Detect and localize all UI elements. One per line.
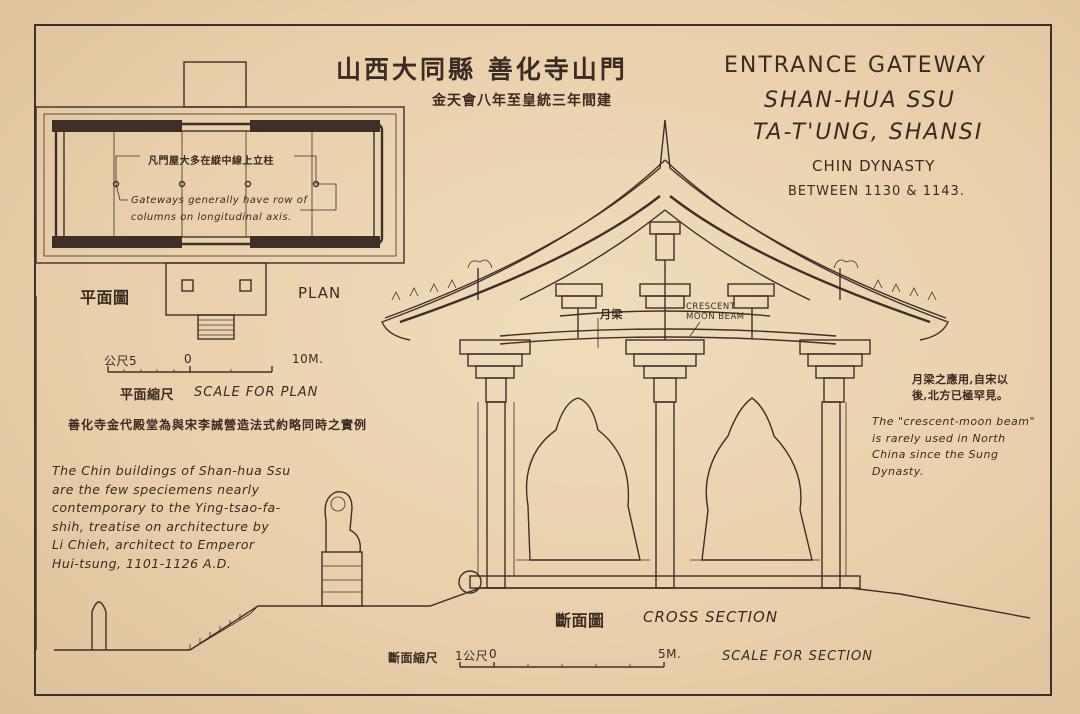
section-scale-one: 1公尺 (455, 647, 488, 664)
beam-note-line: The "crescent-moon beam" (872, 415, 1036, 428)
note-english-line: Li Chieh, architect to Emperor (52, 537, 255, 552)
beam-label-chinese: 月梁 (600, 308, 623, 321)
section-scale-one-value: 1 (455, 649, 464, 663)
floor-plan (35, 61, 405, 340)
section-scale-five: 5M. (658, 647, 682, 661)
note-english-line: The Chin buildings of Shan-hua Ssu (52, 463, 291, 478)
title-chinese: 山西大同縣 善化寺山門 (336, 55, 628, 84)
section-scale-bar (459, 662, 665, 668)
plan-scale-label-chinese: 平面縮尺 (120, 388, 175, 403)
beam-note-cn-line-2: 後,北方已極罕見。 (912, 389, 1009, 402)
section-scale-label-chinese: 斷面縮尺 (388, 651, 439, 665)
note-english-line: contemporary to the Ying-tsao-fa- (52, 500, 281, 515)
plan-scale-label-english: SCALE FOR PLAN (194, 385, 319, 400)
plan-scale-left: 公尺5 (104, 352, 137, 369)
beam-note-line: Dynasty. (872, 464, 924, 478)
plan-note-english: Gateways generally have row of columns o… (131, 195, 308, 223)
title-line-5: BETWEEN 1130 & 1143. (788, 184, 965, 199)
title-line-4: CHIN DYNASTY (812, 157, 936, 175)
sheet-border (34, 24, 1052, 696)
beam-note-line: China since the Sung (872, 448, 999, 461)
plan-scale-bar (107, 366, 273, 373)
note-english-line: are the few speciemens nearly (52, 481, 260, 497)
subtitle-chinese: 金天會八年至皇統三年間建 (432, 93, 612, 109)
beam-note-english: The "crescent-moon beam" is rarely used … (872, 414, 1035, 480)
beam-note-chinese: 月梁之應用,自宋以 後,北方已極罕見。 (912, 372, 1008, 404)
plan-scale-zero: 0 (184, 352, 193, 366)
title-line-2: SHAN-HUA SSU (764, 88, 956, 113)
cross-section (54, 119, 1031, 651)
beam-note-line: is rarely used in North (872, 431, 1006, 445)
title-line-1: ENTRANCE GATEWAY (724, 53, 988, 78)
beam-label-line-1: CRESCENT (686, 302, 736, 312)
title-line-3: TA-T'UNG, SHANSI (753, 120, 984, 145)
note-english-line: Hui-tsung, 1101-1126 A.D. (52, 555, 232, 571)
section-scale-label-english: SCALE FOR SECTION (722, 649, 873, 664)
note-english: The Chin buildings of Shan-hua Ssu are t… (52, 462, 291, 573)
note-chinese: 善化寺金代殿堂為與宋李誡營造法式約略同時之實例 (68, 418, 368, 432)
plan-note-chinese: 凡門屋大多在縱中線上立柱 (148, 156, 274, 167)
plan-label-chinese: 平面圖 (80, 288, 130, 307)
section-scale-unit: 公尺 (463, 649, 489, 663)
beam-note-cn-line-1: 月梁之應用,自宋以 (912, 373, 1009, 386)
plan-label-english: PLAN (298, 284, 342, 302)
section-scale-zero: 0 (489, 647, 498, 661)
note-english-line: shih, treatise on architecture by (52, 518, 270, 534)
section-label-chinese: 斷面圖 (555, 611, 605, 630)
section-label-english: CROSS SECTION (643, 608, 779, 626)
beam-label-english: CRESCENT MOON BEAM (686, 302, 745, 322)
plan-scale-ten: 10M. (292, 352, 324, 366)
beam-label-line-2: MOON BEAM (686, 312, 745, 322)
plan-scale-five: 5 (129, 354, 138, 368)
plan-scale-unit: 公尺 (104, 354, 130, 368)
